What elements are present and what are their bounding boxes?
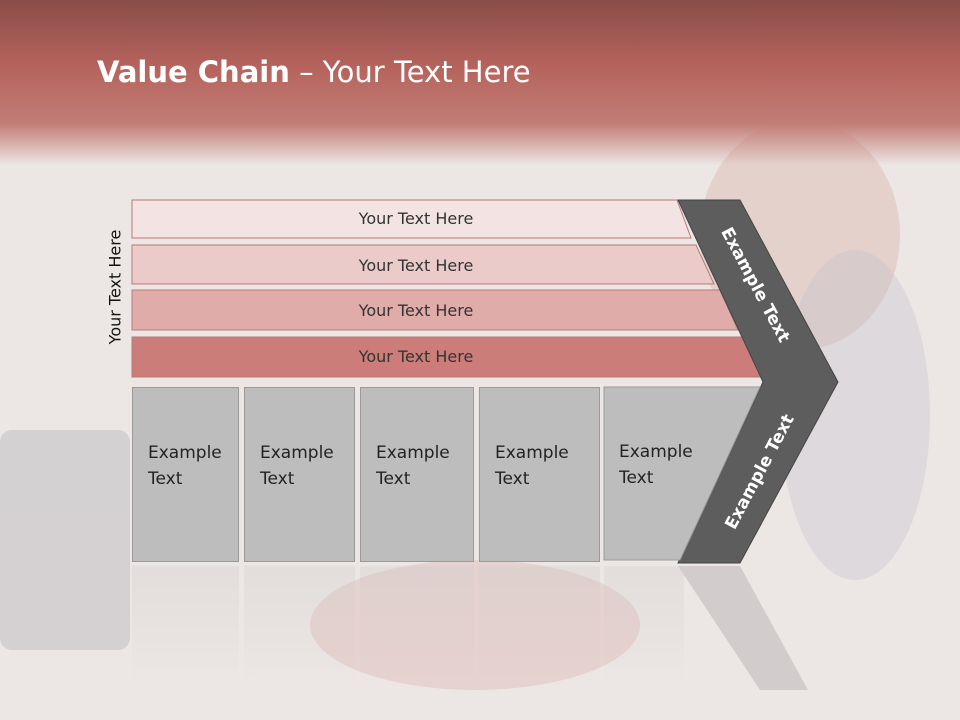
bar-4-label: Your Text Here <box>358 347 474 366</box>
cell-1-reflection <box>132 566 239 686</box>
bar-shape-2 <box>131 244 715 285</box>
title-bold: Value Chain <box>97 55 290 89</box>
last-cell-point <box>603 386 761 561</box>
cell-2-reflection <box>244 566 355 686</box>
arrow-lower-label: Example Text <box>721 411 798 533</box>
cell-3: Example Text <box>360 387 474 562</box>
cell-5-line1: Example <box>619 442 693 462</box>
bar-3-label: Your Text Here <box>358 301 474 320</box>
cell-1-line1: Example <box>148 443 222 463</box>
cell-4-line1: Example <box>495 443 569 463</box>
cell-3-line2: Text <box>376 469 411 489</box>
title-rest: – Your Text Here <box>289 55 531 89</box>
cell-5-line2: Text <box>619 468 654 488</box>
cell-3-reflection <box>360 566 474 686</box>
arrow-upper-label: Example Text <box>716 224 793 346</box>
cell-2-line1: Example <box>260 443 334 463</box>
cell-3-line1: Example <box>376 443 450 463</box>
cell-5: Example Text <box>604 387 693 562</box>
bar-shape-3 <box>131 289 739 331</box>
cell-4: Example Text <box>479 387 600 562</box>
cell-2-line2: Text <box>260 469 295 489</box>
header-band <box>0 0 960 165</box>
bar-1-label: Your Text Here <box>358 209 474 228</box>
cell-2: Example Text <box>244 387 355 562</box>
arrow-chevron <box>677 199 839 564</box>
cell-1-line2: Text <box>148 469 183 489</box>
arrow-reflection <box>678 566 808 690</box>
bar-2-label: Your Text Here <box>358 256 474 275</box>
cell-5-reflection <box>604 566 684 686</box>
cell-4-reflection <box>479 566 600 686</box>
cell-4-line2: Text <box>495 469 530 489</box>
cell-1: Example Text <box>132 387 239 562</box>
bar-shape-1 <box>131 199 692 239</box>
slide-title: Value Chain – Your Text Here <box>97 55 531 89</box>
